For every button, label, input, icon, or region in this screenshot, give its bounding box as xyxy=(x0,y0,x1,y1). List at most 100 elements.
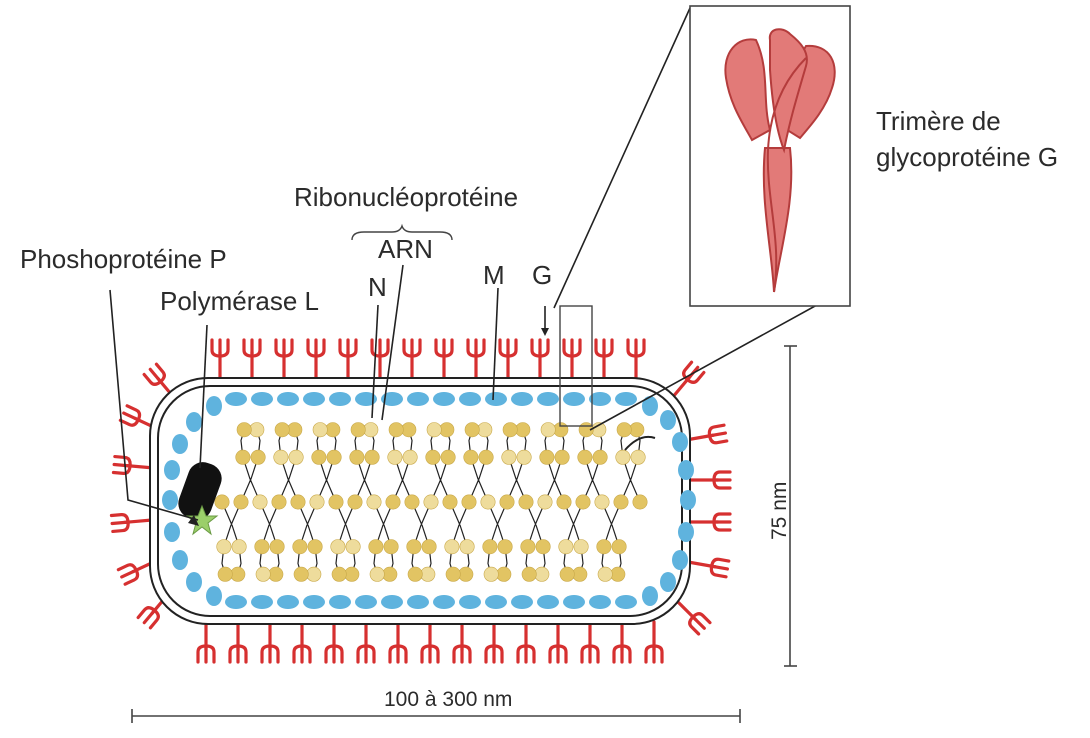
matrix-protein xyxy=(537,595,559,609)
ribonucleoprotein-label: Ribonucléoprotéine xyxy=(294,182,518,212)
matrix-protein xyxy=(678,460,694,480)
g-arrowhead xyxy=(541,328,549,336)
nucleoprotein-bead xyxy=(402,423,416,437)
nucleoprotein-bead xyxy=(256,567,270,581)
nucleoprotein-bead xyxy=(481,495,495,509)
nucleoprotein-bead xyxy=(326,423,340,437)
matrix-protein xyxy=(678,522,694,542)
nucleoprotein-bead xyxy=(422,540,436,554)
matrix-protein xyxy=(433,392,455,406)
matrix-protein xyxy=(433,595,455,609)
nucleoprotein-bead xyxy=(312,450,326,464)
nucleoprotein-bead xyxy=(327,450,341,464)
glycoprotein-spike xyxy=(518,622,534,662)
glycoprotein-spike xyxy=(326,622,342,662)
nucleoprotein-bead xyxy=(424,495,438,509)
matrix-protein xyxy=(459,392,481,406)
glycoprotein-spike xyxy=(486,622,502,662)
matrix-protein xyxy=(186,572,202,592)
rna-label: ARN xyxy=(378,234,433,264)
glycoprotein-spike xyxy=(404,340,420,380)
glycoprotein-spike xyxy=(276,340,292,380)
nucleoprotein-bead xyxy=(294,567,308,581)
matrix-protein xyxy=(172,550,188,570)
nucleoprotein-bead xyxy=(367,495,381,509)
matrix-protein xyxy=(511,595,533,609)
nucleoprotein-bead xyxy=(483,540,497,554)
matrix-protein xyxy=(537,392,559,406)
nucleoprotein-bead xyxy=(576,495,590,509)
nucleoprotein-bead xyxy=(234,495,248,509)
matrix-protein xyxy=(660,572,676,592)
nucleoprotein-bead xyxy=(560,567,574,581)
nucleoprotein-bead xyxy=(384,540,398,554)
nucleoprotein-bead xyxy=(407,540,421,554)
nucleoprotein-bead xyxy=(215,495,229,509)
nucleoprotein-bead xyxy=(250,423,264,437)
length-dimension-label: 100 à 300 nm xyxy=(384,688,512,711)
nucleoprotein-bead xyxy=(516,423,530,437)
nucleoprotein-bead xyxy=(593,450,607,464)
polymerase-label: Polymérase L xyxy=(160,286,319,316)
matrix-protein xyxy=(407,392,429,406)
nucleoprotein-bead xyxy=(497,567,511,581)
nucleoprotein-bead xyxy=(236,450,250,464)
nucleoprotein-bead xyxy=(517,450,531,464)
nucleoprotein-bead xyxy=(484,567,498,581)
matrix-protein xyxy=(164,460,180,480)
nucleoprotein-bead xyxy=(329,495,343,509)
glycoprotein-spike xyxy=(454,622,470,662)
nucleoprotein-bead xyxy=(597,540,611,554)
nucleoprotein-bead xyxy=(611,567,625,581)
glycoprotein-spike xyxy=(230,622,246,662)
nucleoprotein-bead xyxy=(427,423,441,437)
nucleoprotein-bead xyxy=(274,450,288,464)
nucleoprotein-bead xyxy=(275,423,289,437)
nucleoprotein-bead xyxy=(630,423,644,437)
matrix-protein xyxy=(563,392,585,406)
matrix-protein xyxy=(277,392,299,406)
glycoprotein-spike xyxy=(244,340,260,380)
nucleoprotein-bead xyxy=(346,540,360,554)
matrix-protein xyxy=(303,392,325,406)
glycoprotein-spike xyxy=(198,622,214,662)
matrix-protein xyxy=(680,490,696,510)
nucleoprotein-bead xyxy=(421,567,435,581)
nucleoprotein-bead xyxy=(460,540,474,554)
nucleoprotein-bead xyxy=(403,450,417,464)
glycoprotein-spike xyxy=(294,622,310,662)
nucleoprotein-bead xyxy=(459,567,473,581)
nucleoprotein-bead xyxy=(536,540,550,554)
nucleoprotein-bead xyxy=(503,423,517,437)
trimer-label-line2: glycoprotéine G xyxy=(876,142,1058,172)
matrix-protein xyxy=(172,434,188,454)
nucleoprotein-bead xyxy=(541,423,555,437)
matrix-protein xyxy=(381,595,403,609)
glycoprotein-spike xyxy=(532,340,548,380)
nucleoprotein-bead xyxy=(441,450,455,464)
matrix-protein xyxy=(642,396,658,416)
nucleoprotein-bead xyxy=(574,540,588,554)
glycoprotein-spike xyxy=(582,622,598,662)
nucleoprotein-bead xyxy=(251,450,265,464)
matrix-protein xyxy=(615,392,637,406)
glycoprotein-spike xyxy=(308,340,324,380)
nucleoprotein-bead xyxy=(631,450,645,464)
nucleoprotein-bead xyxy=(289,450,303,464)
nucleoprotein-bead xyxy=(270,540,284,554)
glycoprotein-spike xyxy=(628,340,644,380)
nucleoprotein-bead xyxy=(253,495,267,509)
matrix-protein xyxy=(511,392,533,406)
matrix-protein xyxy=(206,396,222,416)
nucleoprotein-bead xyxy=(291,495,305,509)
matrix-protein xyxy=(672,432,688,452)
nucleoprotein-bead xyxy=(255,540,269,554)
matrix-protein xyxy=(355,595,377,609)
glycoprotein-spike xyxy=(113,457,154,476)
nucleoprotein-bead xyxy=(332,567,346,581)
matrix-protein xyxy=(225,392,247,406)
matrix-protein xyxy=(563,595,585,609)
matrix-protein xyxy=(615,595,637,609)
nucleoprotein-bead xyxy=(573,567,587,581)
nucleoprotein-bead xyxy=(217,540,231,554)
